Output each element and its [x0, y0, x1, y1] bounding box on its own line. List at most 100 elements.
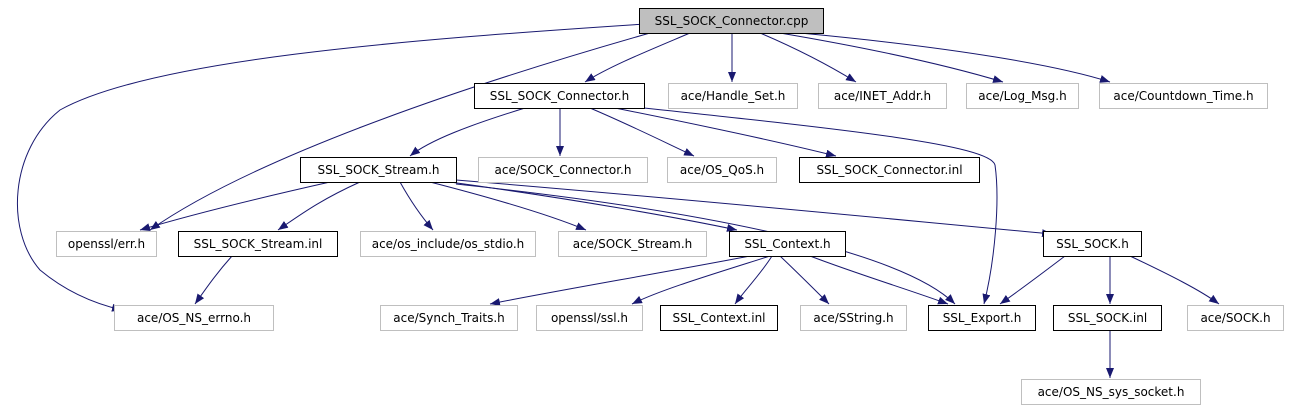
node-label: ace/SOCK_Connector.h: [495, 163, 632, 177]
node-os-ns-errno: ace/OS_NS_errno.h: [114, 305, 274, 331]
node-label: openssl/err.h: [68, 237, 145, 251]
node-sock-h[interactable]: SSL_SOCK.h: [1043, 231, 1142, 257]
edge-layer: [17, 23, 1220, 378]
node-box: [1043, 231, 1142, 257]
node-box: [799, 157, 980, 183]
node-box: [474, 83, 645, 109]
node-stream-inl[interactable]: SSL_SOCK_Stream.inl: [178, 231, 338, 257]
node-ace-sock: ace/SOCK.h: [1187, 305, 1284, 331]
node-box: [360, 231, 536, 257]
edge-root-to-countdown: [799, 32, 1111, 83]
node-os-ns-sys-socket: ace/OS_NS_sys_socket.h: [1021, 379, 1201, 405]
node-box: [1187, 305, 1284, 331]
node-box: [729, 231, 846, 257]
edge-stream_h-to-context_h: [449, 181, 738, 232]
edge-root-to-connector_h: [584, 32, 691, 83]
node-label: ace/OS_NS_sys_socket.h: [1038, 385, 1185, 399]
node-box: [300, 157, 457, 183]
edge-context_h-to-sstring: [779, 255, 830, 305]
node-connector-inl[interactable]: SSL_SOCK_Connector.inl: [799, 157, 980, 183]
node-label: ace/OS_NS_errno.h: [137, 311, 251, 325]
edge-root-to-openssl_err: [149, 32, 651, 231]
node-label: SSL_SOCK_Connector.inl: [816, 163, 962, 177]
node-label: SSL_Context.inl: [672, 311, 765, 325]
edge-stream_h-to-os_stdio: [399, 181, 434, 231]
node-connector-h[interactable]: SSL_SOCK_Connector.h: [474, 83, 645, 109]
node-label: ace/Countdown_Time.h: [1113, 89, 1253, 103]
node-label: ace/Handle_Set.h: [681, 89, 786, 103]
node-label: ace/SOCK.h: [1200, 311, 1270, 325]
node-label: ace/Log_Msg.h: [978, 89, 1066, 103]
node-layer: SSL_SOCK_Connector.cppSSL_SOCK_Connector…: [56, 8, 1284, 405]
node-box: [1021, 379, 1201, 405]
node-box: [536, 305, 643, 331]
edge-connector_h-to-os_qos: [589, 107, 695, 157]
node-box: [1053, 305, 1162, 331]
node-label: SSL_SOCK_Stream.inl: [194, 237, 323, 251]
node-openssl-ssl: openssl/ssl.h: [536, 305, 643, 331]
node-synch-traits: ace/Synch_Traits.h: [380, 305, 518, 331]
node-label: SSL_Context.h: [744, 237, 830, 251]
edge-stream_h-to-sock_h: [455, 179, 1053, 238]
node-label: openssl/ssl.h: [551, 311, 628, 325]
node-box: [818, 83, 947, 109]
node-label: ace/SString.h: [813, 311, 893, 325]
node-os-stdio: ace/os_include/os_stdio.h: [360, 231, 536, 257]
node-box: [114, 305, 274, 331]
node-box: [928, 305, 1036, 331]
node-sock-inl[interactable]: SSL_SOCK.inl: [1053, 305, 1162, 331]
edge-sock_h-to-ace_sock: [1129, 255, 1220, 305]
node-box: [966, 83, 1079, 109]
node-box: [660, 305, 778, 331]
node-root[interactable]: SSL_SOCK_Connector.cpp: [639, 8, 824, 34]
node-countdown: ace/Countdown_Time.h: [1099, 83, 1268, 109]
node-box: [380, 305, 518, 331]
edge-context_h-to-context_inl: [734, 255, 773, 305]
node-export-h[interactable]: SSL_Export.h: [928, 305, 1036, 331]
node-inet-addr: ace/INET_Addr.h: [818, 83, 947, 109]
node-sock-connector: ace/SOCK_Connector.h: [478, 157, 648, 183]
node-os-qos: ace/OS_QoS.h: [667, 157, 777, 183]
node-box: [1099, 83, 1268, 109]
edge-connector_h-to-export_h: [643, 107, 998, 305]
node-sstring: ace/SString.h: [800, 305, 907, 331]
node-label: SSL_SOCK_Stream.h: [317, 163, 439, 177]
edge-stream_h-to-sock_stream: [429, 181, 587, 231]
edge-sock_h-to-export_h: [999, 255, 1066, 305]
edge-context_h-to-export_h: [809, 255, 949, 305]
node-label: ace/INET_Addr.h: [834, 89, 931, 103]
edge-root-to-log_msg: [779, 32, 1004, 83]
edge-connector_h-to-connector_inl: [614, 107, 837, 158]
node-label: SSL_SOCK.inl: [1068, 311, 1147, 325]
edge-stream_h-to-openssl_err: [139, 181, 331, 231]
edge-root-to-os_ns_errno: [17, 23, 646, 312]
node-box: [667, 157, 777, 183]
node-label: ace/Synch_Traits.h: [393, 311, 504, 325]
node-box: [639, 8, 824, 34]
node-label: ace/SOCK_Stream.h: [573, 237, 693, 251]
edge-context_h-to-openssl_ssl: [631, 255, 771, 305]
node-openssl-err: openssl/err.h: [56, 231, 157, 257]
node-box: [56, 231, 157, 257]
node-label: SSL_SOCK_Connector.cpp: [655, 14, 809, 28]
edge-stream_inl-to-os_ns_errno: [194, 255, 233, 305]
node-sock-stream: ace/SOCK_Stream.h: [558, 231, 707, 257]
node-box: [668, 83, 798, 109]
node-box: [558, 231, 707, 257]
edge-stream_h-to-stream_inl: [277, 181, 361, 231]
edge-context_h-to-synch_traits: [489, 255, 751, 306]
node-label: SSL_SOCK_Connector.h: [490, 89, 629, 103]
node-box: [178, 231, 338, 257]
edge-connector_h-to-stream_h: [409, 107, 526, 157]
node-log-msg: ace/Log_Msg.h: [966, 83, 1079, 109]
node-label: SSL_SOCK.h: [1056, 237, 1129, 251]
node-label: ace/OS_QoS.h: [680, 163, 764, 177]
node-context-h[interactable]: SSL_Context.h: [729, 231, 846, 257]
node-label: ace/os_include/os_stdio.h: [372, 237, 525, 251]
node-context-inl[interactable]: SSL_Context.inl: [660, 305, 778, 331]
node-handle-set: ace/Handle_Set.h: [668, 83, 798, 109]
node-label: SSL_Export.h: [943, 311, 1022, 325]
edge-root-to-inet_addr: [759, 32, 857, 83]
node-stream-h[interactable]: SSL_SOCK_Stream.h: [300, 157, 457, 183]
